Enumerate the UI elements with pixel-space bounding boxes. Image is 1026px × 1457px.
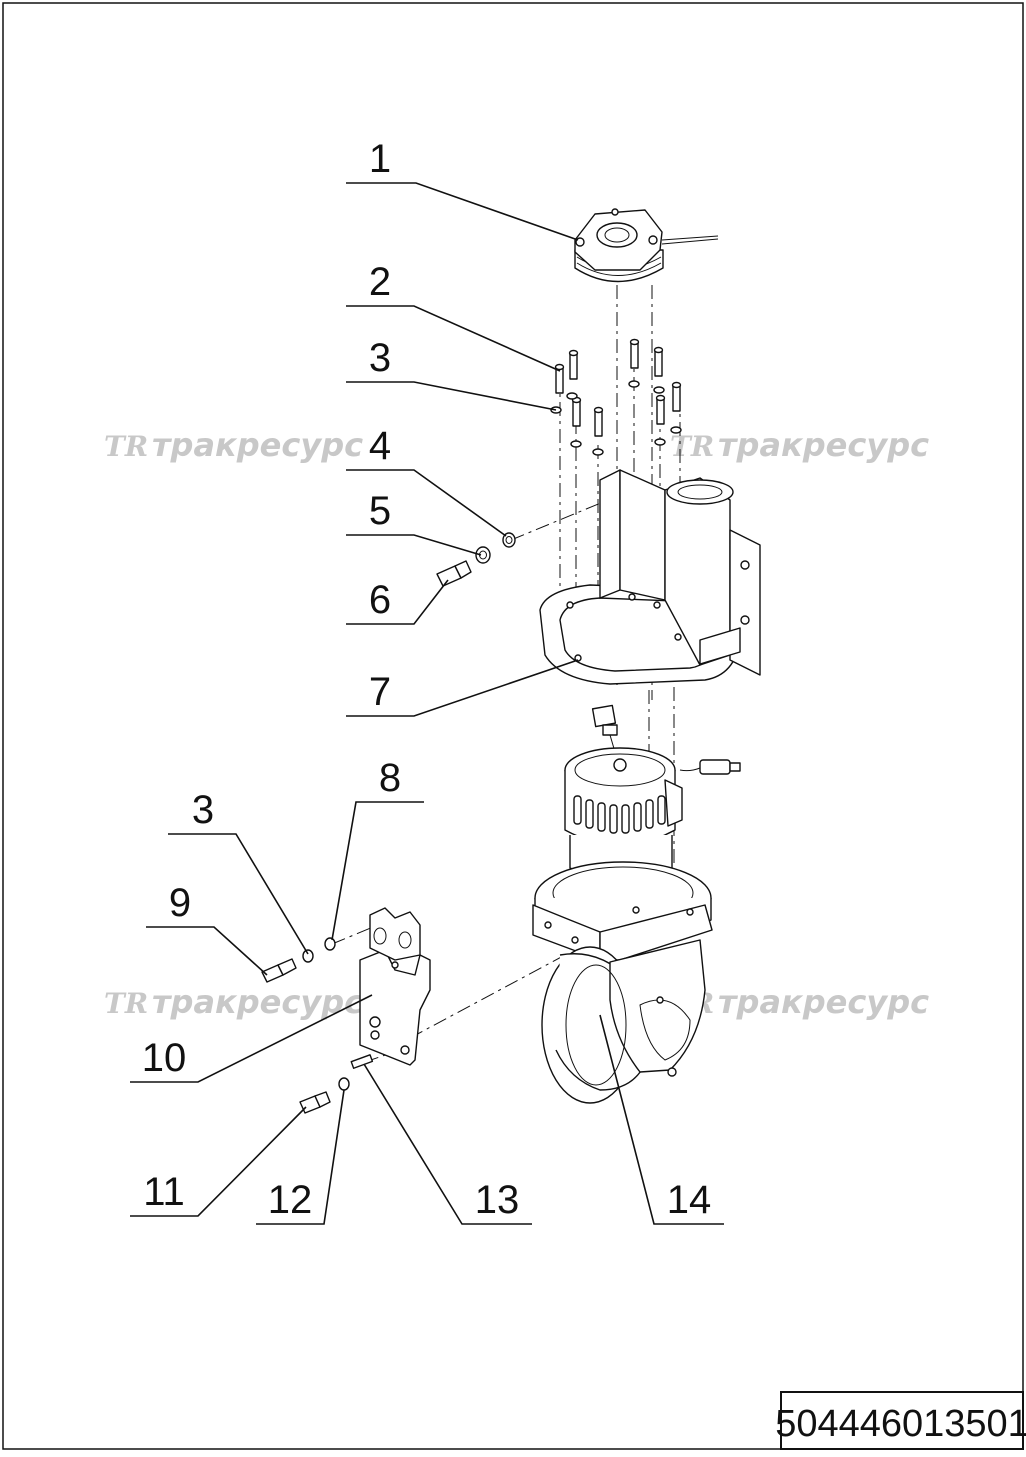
part-brake-unit	[574, 208, 719, 283]
part-bolt-9	[261, 958, 297, 983]
watermark-top-right: ТR тракресурс	[670, 426, 929, 464]
bolt	[571, 396, 582, 427]
watermark-text: тракресурс	[152, 426, 363, 464]
part-wire-connector-top	[591, 704, 618, 753]
watermark-logo: ТR	[670, 430, 714, 463]
part-mounting-plate	[359, 907, 431, 1066]
callout-1: 1	[369, 137, 391, 181]
callout-5: 5	[369, 489, 391, 533]
watermark-bottom-left: ТR тракресурс	[104, 983, 363, 1021]
bolt	[655, 394, 666, 425]
part-wire-connector-right	[679, 759, 741, 775]
part-drive-wheel-unit	[532, 861, 713, 1104]
part-bolt-11	[299, 1091, 331, 1114]
callout-10: 10	[142, 1036, 187, 1080]
part-washer-12	[338, 1077, 350, 1091]
callout-14: 14	[667, 1178, 712, 1222]
watermark-text: тракресурс	[718, 983, 929, 1021]
callout-labels: 1 2 3 4 5 6 7 8 3 9 10 11 12 13 14	[142, 137, 712, 1222]
bolt	[593, 406, 604, 437]
callout-11: 11	[143, 1170, 185, 1214]
part-bolt-6	[436, 560, 472, 587]
bolt	[554, 363, 565, 394]
watermark-text: тракресурс	[718, 426, 929, 464]
callout-leaders	[130, 182, 724, 1225]
callout-13: 13	[475, 1178, 520, 1222]
callout-3: 3	[369, 336, 391, 380]
watermark-logo: ТR	[104, 430, 148, 463]
document-number-box: 504446013501	[775, 1391, 1026, 1450]
watermark-bottom-right: ТR тракресурс	[670, 983, 929, 1021]
part-washer-3b	[302, 949, 314, 963]
part-washer-8	[324, 937, 336, 951]
watermark-text: тракресурс	[152, 983, 363, 1021]
bolt	[671, 381, 682, 412]
watermark-logo: ТR	[104, 987, 148, 1020]
part-steering-bracket	[539, 469, 761, 685]
callout-7: 7	[369, 670, 391, 714]
callout-12: 12	[268, 1178, 313, 1222]
callout-8: 8	[379, 756, 401, 800]
callout-3-lower: 3	[192, 788, 214, 832]
bolt	[568, 349, 579, 380]
part-traction-motor	[564, 747, 683, 879]
callout-9: 9	[169, 881, 191, 925]
bolt	[629, 338, 640, 369]
callout-2: 2	[369, 260, 391, 304]
callout-6: 6	[369, 578, 391, 622]
part-pin-13	[350, 1054, 374, 1069]
part-washer-4	[502, 532, 516, 548]
part-washer-5	[475, 546, 491, 564]
motor-fins	[573, 795, 666, 834]
part-bolt-set-top	[550, 338, 682, 456]
bolt	[653, 346, 664, 377]
watermark-top-left: ТR тракресурс	[104, 426, 363, 464]
callout-4: 4	[369, 424, 391, 468]
document-number: 504446013501	[775, 1403, 1026, 1445]
